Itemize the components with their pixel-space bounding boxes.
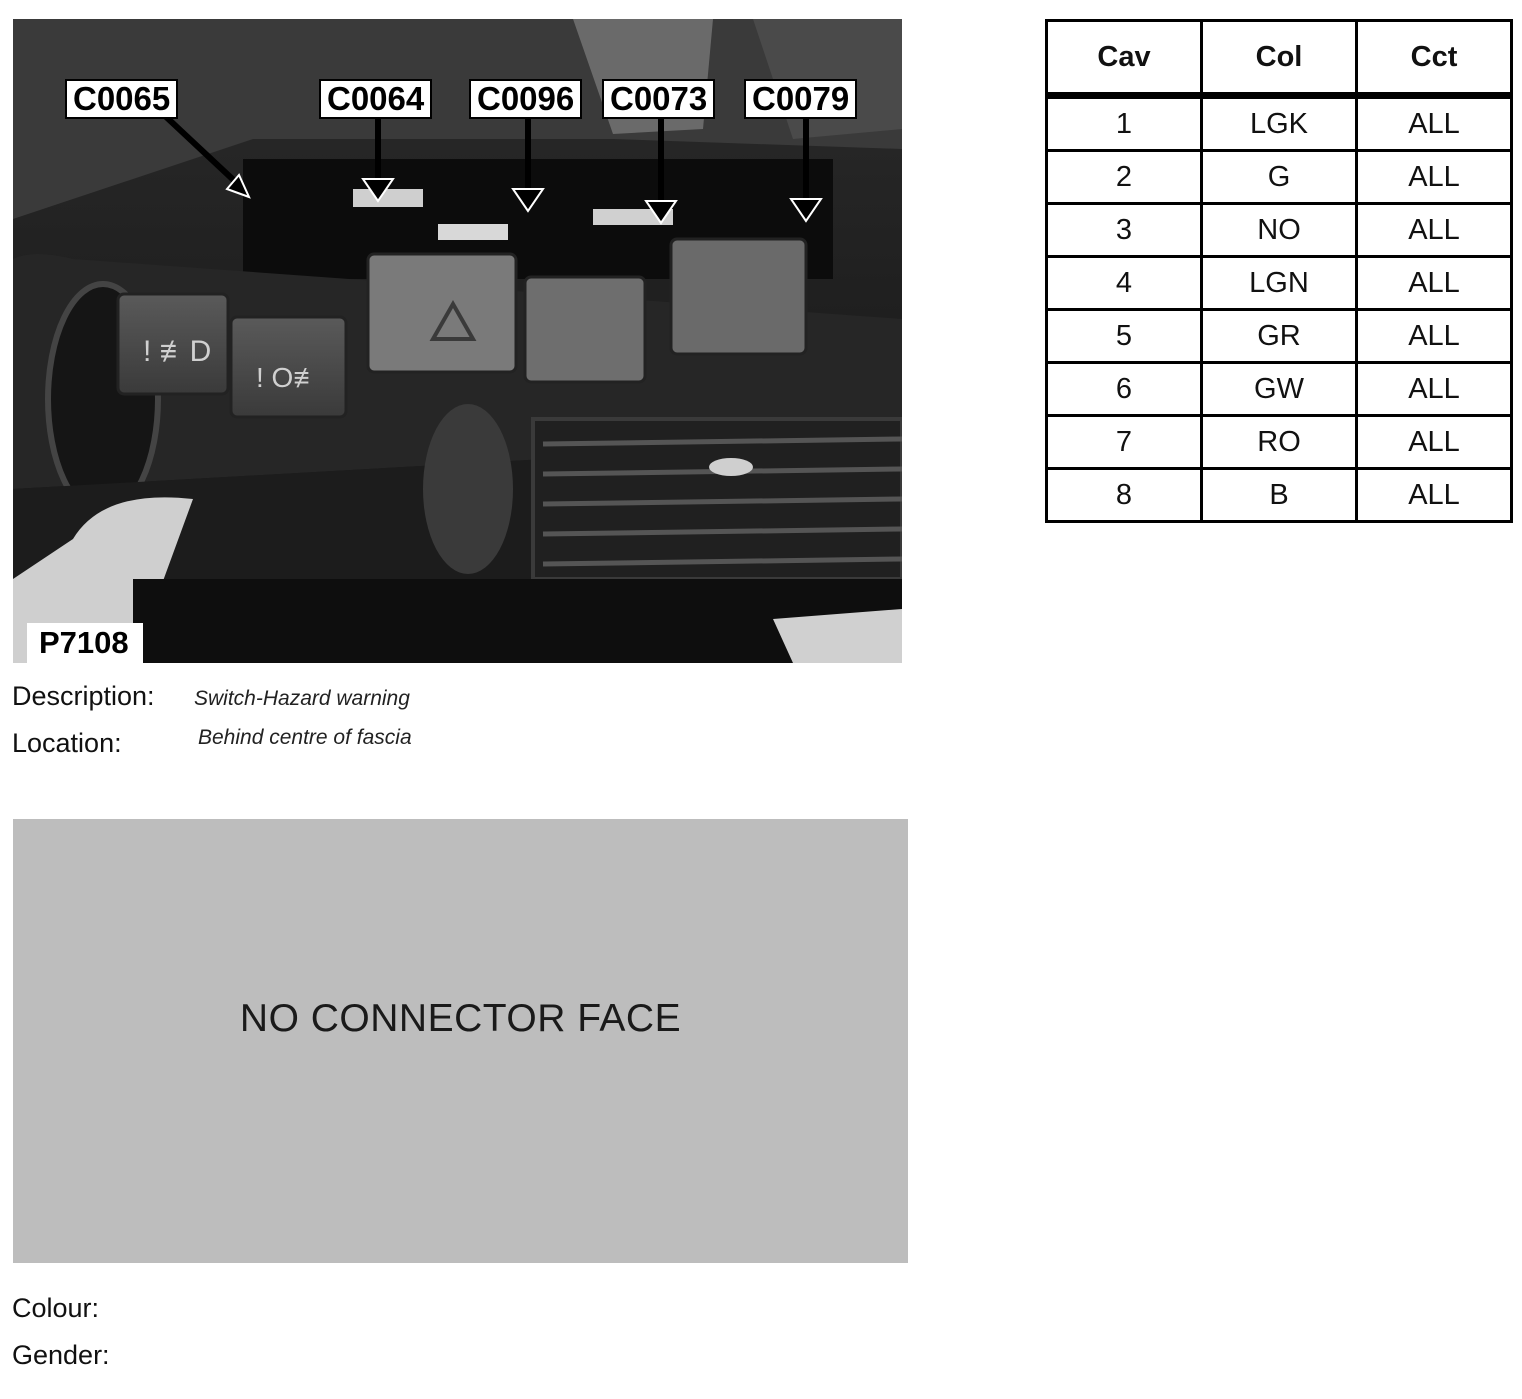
callout-connector-4: C0073 <box>602 79 716 119</box>
callout-connector-3: C0096 <box>469 79 583 119</box>
cell-col: LGN <box>1200 255 1358 311</box>
svg-text:! O≢: ! O≢ <box>256 362 321 393</box>
cell-cct: ALL <box>1355 361 1513 417</box>
cell-col: GW <box>1200 361 1358 417</box>
cell-cav: 4 <box>1045 255 1203 311</box>
connector-location-photo: ! ≢D ! O≢ <box>13 19 902 663</box>
cell-col: RO <box>1200 414 1358 470</box>
cell-col: G <box>1200 149 1358 205</box>
table-row: 2 G ALL <box>1045 149 1513 205</box>
pin-table-header-row: Cav Col Cct <box>1045 19 1513 97</box>
photo-reference-label: P7108 <box>27 623 143 663</box>
cell-cct: ALL <box>1355 94 1513 152</box>
callout-connector-1: C0065 <box>65 79 179 119</box>
header-col: Col <box>1200 19 1358 97</box>
location-label: Location: <box>12 728 122 758</box>
description-label: Description: <box>12 681 155 711</box>
cell-cct: ALL <box>1355 414 1513 470</box>
connector-face-panel: NO CONNECTOR FACE <box>13 819 908 1263</box>
table-row: 8 B ALL <box>1045 467 1513 523</box>
cell-cav: 8 <box>1045 467 1203 523</box>
cell-col: LGK <box>1200 94 1358 152</box>
cell-col: NO <box>1200 202 1358 258</box>
table-row: 1 LGK ALL <box>1045 94 1513 152</box>
cell-cav: 7 <box>1045 414 1203 470</box>
table-row: 4 LGN ALL <box>1045 255 1513 311</box>
cell-cav: 6 <box>1045 361 1203 417</box>
cell-cav: 2 <box>1045 149 1203 205</box>
cell-cav: 5 <box>1045 308 1203 364</box>
cell-col: B <box>1200 467 1358 523</box>
location-value: Behind centre of fascia <box>198 726 412 749</box>
cell-cct: ALL <box>1355 149 1513 205</box>
cell-cct: ALL <box>1355 308 1513 364</box>
table-row: 7 RO ALL <box>1045 414 1513 470</box>
colour-label: Colour: <box>12 1293 100 1323</box>
pin-table: Cav Col Cct 1 LGK ALL 2 G ALL 3 NO ALL 4… <box>1045 19 1513 523</box>
header-cav: Cav <box>1045 19 1203 97</box>
cell-col: GR <box>1200 308 1358 364</box>
cell-cav: 3 <box>1045 202 1203 258</box>
table-row: 6 GW ALL <box>1045 361 1513 417</box>
cell-cct: ALL <box>1355 255 1513 311</box>
connector-face-text: NO CONNECTOR FACE <box>239 997 682 1040</box>
header-cct: Cct <box>1355 19 1513 97</box>
callout-connector-2: C0064 <box>319 79 433 119</box>
cell-cct: ALL <box>1355 202 1513 258</box>
table-row: 5 GR ALL <box>1045 308 1513 364</box>
gender-label: Gender: <box>12 1340 110 1370</box>
table-row: 3 NO ALL <box>1045 202 1513 258</box>
svg-text:! ≢D: ! ≢D <box>143 335 211 368</box>
description-value: Switch-Hazard warning <box>194 687 410 710</box>
callout-connector-5: C0079 <box>744 79 858 119</box>
cell-cav: 1 <box>1045 94 1203 152</box>
cell-cct: ALL <box>1355 467 1513 523</box>
